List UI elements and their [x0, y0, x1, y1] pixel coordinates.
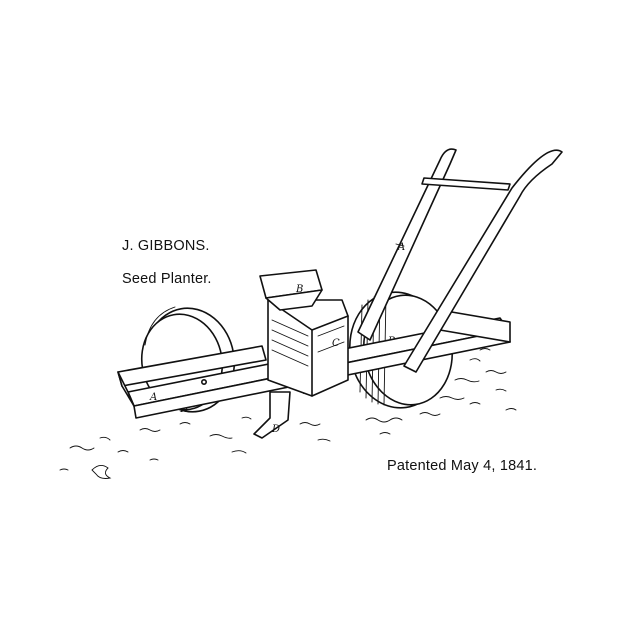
hopper: B	[260, 270, 322, 310]
handles: A	[358, 149, 562, 372]
box-letter: C	[332, 338, 340, 349]
frame-rear-letter: A	[149, 392, 157, 403]
rear-wheel-letter: H	[179, 404, 189, 415]
inventor-name: J. GIBBONS.	[122, 238, 210, 254]
seed-box: C	[268, 300, 348, 396]
furrow-shoe: D	[254, 392, 290, 438]
shoe-letter: D	[271, 424, 280, 435]
ground-texture	[60, 349, 516, 479]
invention-title: Seed Planter.	[122, 271, 212, 287]
hopper-letter: B	[295, 284, 303, 295]
patent-date: Patented May 4, 1841.	[387, 458, 538, 474]
handle-letter: A	[397, 242, 405, 253]
